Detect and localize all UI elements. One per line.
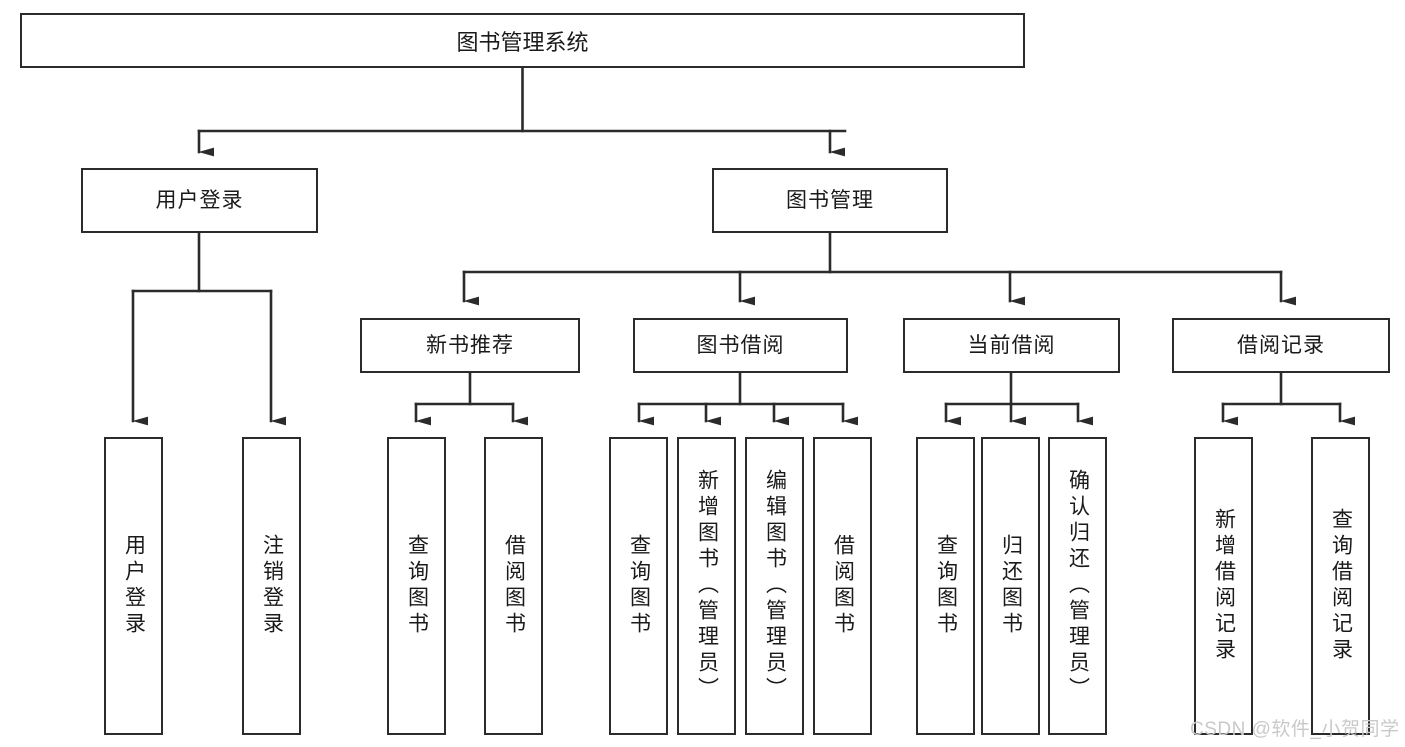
node-new-book-recommend-label: 新书推荐 — [426, 333, 514, 357]
node-leaf-borrow-book-2-label: 借阅图书 — [831, 534, 855, 638]
node-book-borrow[interactable]: 图书借阅 — [633, 318, 848, 373]
node-leaf-query-record[interactable]: 查询借阅记录 — [1311, 437, 1370, 735]
node-borrow-record[interactable]: 借阅记录 — [1172, 318, 1390, 373]
node-leaf-query-book-1[interactable]: 查询图书 — [387, 437, 446, 735]
node-leaf-query-book-3[interactable]: 查询图书 — [916, 437, 975, 735]
node-leaf-confirm-return-label: 确认归还（管理员） — [1066, 469, 1090, 703]
node-user-login[interactable]: 用户登录 — [81, 168, 318, 233]
node-book-management[interactable]: 图书管理 — [712, 168, 948, 233]
node-leaf-return-book-label: 归还图书 — [999, 534, 1023, 638]
node-book-management-label: 图书管理 — [786, 188, 874, 212]
node-leaf-confirm-return[interactable]: 确认归还（管理员） — [1048, 437, 1107, 735]
node-leaf-add-record[interactable]: 新增借阅记录 — [1194, 437, 1253, 735]
node-leaf-borrow-book-1-label: 借阅图书 — [502, 534, 526, 638]
node-leaf-edit-book-label: 编辑图书（管理员） — [763, 469, 787, 703]
node-leaf-query-book-3-label: 查询图书 — [934, 534, 958, 638]
node-leaf-add-book[interactable]: 新增图书（管理员） — [677, 437, 736, 735]
node-current-borrow-label: 当前借阅 — [967, 333, 1056, 357]
node-leaf-add-record-label: 新增借阅记录 — [1212, 508, 1236, 664]
node-leaf-logout-login-label: 注销登录 — [260, 534, 284, 638]
node-leaf-query-book-1-label: 查询图书 — [405, 534, 429, 638]
node-leaf-query-record-label: 查询借阅记录 — [1329, 508, 1353, 664]
node-borrow-record-label: 借阅记录 — [1237, 333, 1325, 357]
node-leaf-add-book-label: 新增图书（管理员） — [695, 469, 719, 703]
node-leaf-user-login-label: 用户登录 — [122, 534, 146, 638]
node-book-borrow-label: 图书借阅 — [696, 333, 785, 357]
node-new-book-recommend[interactable]: 新书推荐 — [360, 318, 580, 373]
node-leaf-borrow-book-1[interactable]: 借阅图书 — [484, 437, 543, 735]
node-leaf-user-login[interactable]: 用户登录 — [104, 437, 163, 735]
node-leaf-logout-login[interactable]: 注销登录 — [242, 437, 301, 735]
node-current-borrow[interactable]: 当前借阅 — [903, 318, 1120, 373]
node-leaf-query-book-2-label: 查询图书 — [627, 534, 651, 638]
csdn-watermark: CSDN @软件_小贺同学 — [1190, 719, 1400, 740]
node-leaf-borrow-book-2[interactable]: 借阅图书 — [813, 437, 872, 735]
node-leaf-query-book-2[interactable]: 查询图书 — [609, 437, 668, 735]
node-user-login-label: 用户登录 — [155, 188, 244, 212]
node-root-book-management-system[interactable]: 图书管理系统 — [20, 13, 1025, 68]
node-root-label: 图书管理系统 — [456, 29, 589, 55]
node-leaf-edit-book[interactable]: 编辑图书（管理员） — [745, 437, 804, 735]
node-leaf-return-book[interactable]: 归还图书 — [981, 437, 1040, 735]
